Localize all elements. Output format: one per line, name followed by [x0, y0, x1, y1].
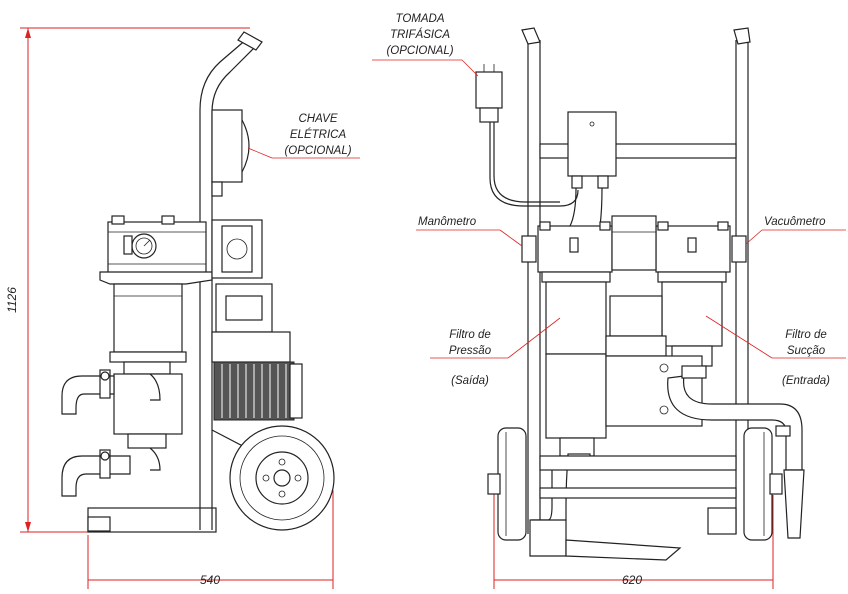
svg-text:Sucção: Sucção	[787, 345, 826, 357]
svg-text:(Entrada): (Entrada)	[782, 375, 830, 387]
svg-text:Filtro de: Filtro de	[449, 329, 491, 341]
front-view	[475, 27, 805, 561]
side-width-value: 540	[200, 573, 220, 587]
svg-text:(OPCIONAL): (OPCIONAL)	[284, 145, 351, 157]
label-tomada-trifasica: TOMADA TRIFÁSICA (OPCIONAL)	[372, 13, 479, 77]
label-chave-eletrica: CHAVE ELÉTRICA (OPCIONAL)	[247, 113, 360, 159]
svg-text:Vacuômetro: Vacuômetro	[764, 216, 826, 228]
svg-text:Filtro de: Filtro de	[785, 329, 827, 341]
svg-text:Manômetro: Manômetro	[418, 216, 477, 228]
height-value: 1126	[5, 287, 19, 313]
label-manometro: Manômetro	[416, 216, 523, 247]
svg-text:Pressão: Pressão	[449, 345, 492, 357]
svg-text:(OPCIONAL): (OPCIONAL)	[386, 45, 453, 57]
side-view	[61, 31, 335, 533]
label-vacuometro: Vacuômetro	[745, 216, 846, 245]
svg-text:TRIFÁSICA: TRIFÁSICA	[390, 28, 450, 41]
label-filtro-pressao: Filtro de Pressão (Saída)	[430, 317, 561, 387]
svg-text:TOMADA: TOMADA	[396, 13, 445, 25]
svg-text:CHAVE: CHAVE	[299, 113, 338, 125]
svg-text:(Saída): (Saída)	[451, 375, 489, 387]
motor-fins	[221, 364, 287, 418]
front-width-value: 620	[622, 573, 642, 587]
label-filtro-succao: Filtro de Sucção (Entrada)	[705, 315, 846, 387]
dimension-side-width: 540	[87, 490, 334, 589]
dimension-height: 1126	[5, 27, 250, 533]
dimension-front-width: 620	[493, 492, 774, 589]
svg-text:ELÉTRICA: ELÉTRICA	[290, 128, 347, 141]
